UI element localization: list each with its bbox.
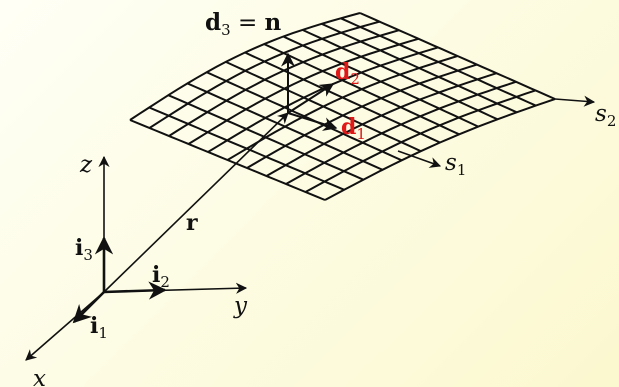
- label-s2: s2: [595, 101, 616, 130]
- grid-line-s1: [129, 119, 326, 201]
- label-r: r: [186, 210, 198, 236]
- grid-line-s2: [324, 98, 556, 201]
- grid-line-s1: [148, 106, 345, 191]
- label-i3: i3: [75, 235, 93, 264]
- label-i1: i1: [90, 313, 108, 342]
- grid-line-s1: [187, 82, 383, 171]
- grid-line-s2: [168, 29, 400, 137]
- label-d1: d1: [341, 114, 366, 143]
- grid-line-s1: [225, 60, 422, 153]
- grid-line-s1: [206, 71, 403, 162]
- i1-vector: [72, 291, 105, 324]
- grid-line-s1: [167, 94, 364, 181]
- label-d2: d2: [335, 59, 360, 88]
- grid-line-s2: [207, 46, 439, 153]
- surface-grid: [129, 12, 556, 201]
- grid-line-s1: [302, 28, 498, 121]
- position-vector-r: [103, 112, 289, 293]
- grid-line-s1: [340, 17, 537, 107]
- grid-line-s2: [187, 37, 419, 145]
- label-d3-equals-n: d3 = n: [205, 9, 282, 39]
- s2-arrow: [554, 95, 596, 107]
- grid-line-s1: [244, 51, 441, 144]
- grid-line-s1: [282, 35, 479, 128]
- label-z: z: [79, 152, 93, 178]
- d2-vector: [287, 83, 335, 114]
- grid-line-s1: [359, 12, 556, 100]
- d1-vector: [287, 112, 338, 131]
- label-x: x: [33, 366, 46, 387]
- grid-line-s2: [246, 63, 478, 169]
- i2-vector: [103, 281, 167, 300]
- s1-arrow: [397, 150, 442, 168]
- grid-line-s1: [263, 43, 460, 136]
- label-y: y: [233, 293, 248, 319]
- label-i2: i2: [152, 262, 170, 291]
- grid-line-s1: [321, 22, 518, 114]
- label-s1: s1: [445, 150, 466, 179]
